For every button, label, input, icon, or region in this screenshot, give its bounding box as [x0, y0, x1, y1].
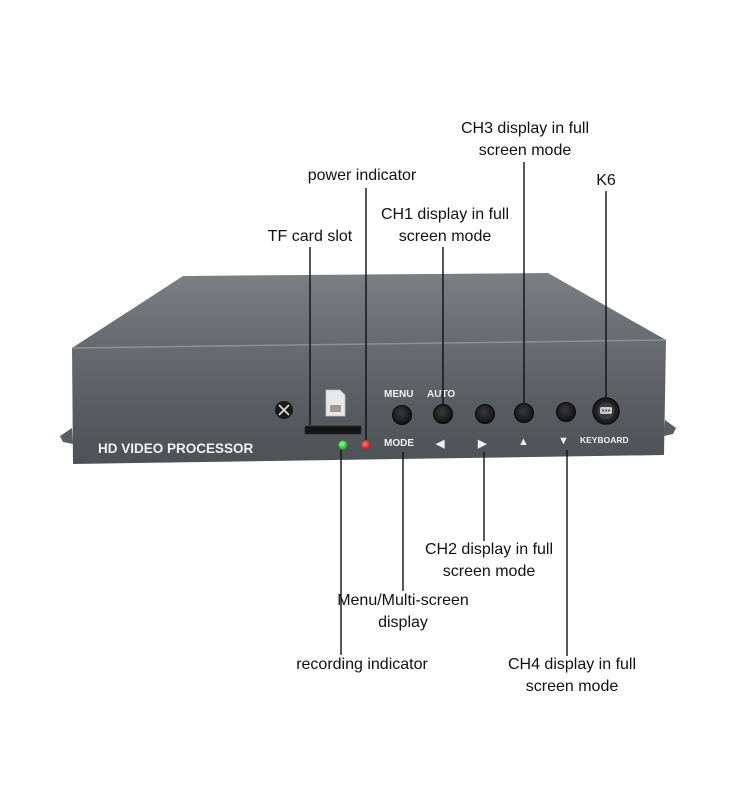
recording-indicator-led [338, 440, 348, 450]
left-arrow-icon: ◀ [435, 438, 445, 450]
callout-ch2: CH2 display in full screen mode [384, 539, 594, 583]
up-arrow-icon: ▲ [518, 436, 529, 448]
menu-mode-button[interactable] [392, 405, 412, 425]
callout-ch4-line1: CH4 display in full [507, 656, 637, 673]
callout-k6-line1: K6 [596, 172, 616, 189]
callout-ch4-line2: screen mode [525, 678, 619, 695]
callout-ch3: CH3 display in full screen mode [420, 118, 630, 162]
tf-card-slot[interactable] [304, 425, 362, 435]
callout-ch4: CH4 display in full screen mode [467, 654, 677, 698]
callout-ch2-line1: CH2 display in full [424, 541, 554, 558]
device-front-panel [72, 340, 666, 464]
screw-icon [275, 401, 293, 419]
callout-ch2-line2: screen mode [442, 563, 536, 580]
callout-menu-multi-line1: Menu/Multi-screen [337, 592, 469, 609]
brand-label: HD VIDEO PROCESSOR [98, 441, 254, 456]
left-mount-tab [60, 428, 73, 444]
device-top-surface [72, 273, 666, 348]
callout-ch3-line1: CH3 display in full [460, 120, 590, 137]
callout-ch1-line1: CH1 display in full [380, 206, 510, 223]
callout-recording: recording indicator [262, 654, 462, 676]
power-indicator-led [361, 440, 371, 450]
callout-ch1-line2: screen mode [398, 228, 492, 245]
auto-label: AUTO [427, 389, 455, 400]
right-arrow-icon: ▶ [477, 438, 487, 450]
callout-tf-card: TF card slot [240, 226, 380, 248]
keyboard-label: KEYBOARD [580, 435, 629, 445]
ch4-button[interactable] [556, 402, 576, 422]
callout-ch1: CH1 display in full screen mode [340, 204, 550, 248]
ch1-button[interactable] [433, 404, 453, 424]
down-arrow-icon: ▼ [558, 435, 569, 447]
callout-power-line1: power indicator [307, 167, 417, 184]
leader-lines [309, 162, 607, 656]
callout-ch3-line2: screen mode [478, 142, 572, 159]
right-mount-tab [664, 420, 676, 436]
menu-label: MENU [384, 389, 413, 400]
callout-power-indicator: power indicator [272, 165, 452, 187]
callout-tf-card-line1: TF card slot [267, 228, 353, 245]
callout-k6: K6 [576, 170, 636, 192]
device-edge [71, 339, 667, 349]
sd-card-icon [325, 389, 346, 417]
keyboard-connector[interactable] [592, 397, 620, 425]
callout-menu-multi-line2: display [378, 614, 428, 631]
ch3-button[interactable] [514, 403, 534, 423]
callout-menu-multi: Menu/Multi-screen display [318, 590, 488, 634]
ch2-button[interactable] [475, 404, 495, 424]
callout-recording-line1: recording indicator [296, 656, 428, 673]
mode-label: MODE [384, 438, 414, 449]
